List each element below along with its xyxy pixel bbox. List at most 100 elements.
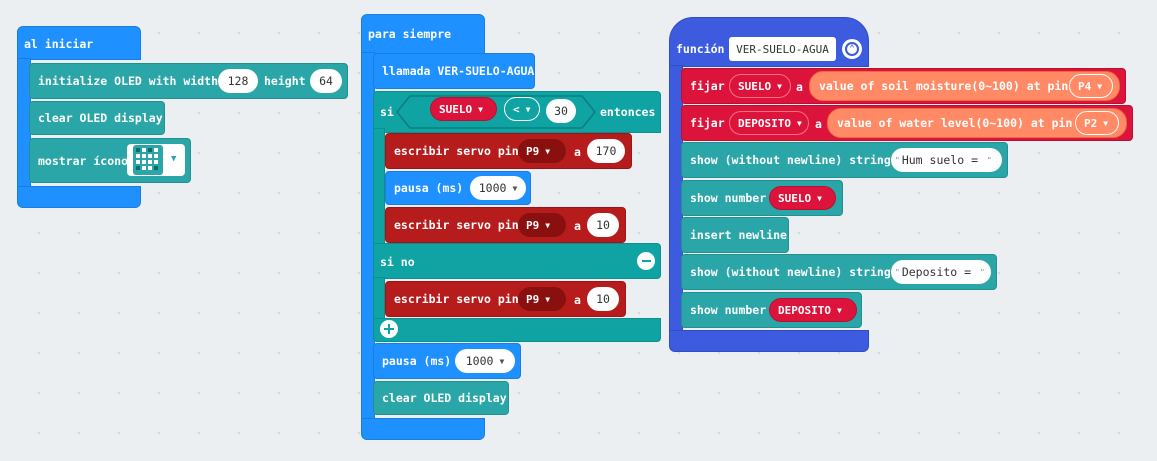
add-else-if-icon[interactable]: [380, 320, 398, 338]
oled-height-input[interactable]: 64: [310, 69, 342, 93]
servo-value-input[interactable]: 170: [587, 139, 625, 163]
remove-else-icon[interactable]: [637, 252, 655, 270]
chevron-down-icon: ▼: [525, 104, 531, 114]
variable-name: DEPOSITO: [778, 303, 831, 317]
height-label: height: [264, 74, 306, 88]
heart-icon: [133, 145, 163, 175]
collapse-icon[interactable]: ⌃: [842, 39, 862, 59]
clear-oled-label: clear OLED display: [38, 111, 163, 125]
variable-dropdown-suelo[interactable]: SUELO▼: [769, 186, 836, 210]
a-label: a: [815, 117, 822, 131]
pin-dropdown-p4[interactable]: P4 ▼: [1069, 74, 1113, 98]
pin-value: P4: [1078, 79, 1092, 93]
show-icon-label: mostrar ícono: [38, 153, 129, 168]
pin-value: P2: [1084, 116, 1098, 130]
variable-dropdown-suelo[interactable]: SUELO ▼: [430, 97, 497, 121]
string-input-2[interactable]: "Deposito = ": [891, 260, 991, 284]
chevron-down-icon: ▼: [545, 146, 551, 156]
pin-dropdown[interactable]: P9 ▼: [518, 139, 566, 163]
variable-name: SUELO: [778, 191, 812, 205]
variable-dropdown-deposito[interactable]: DEPOSITO ▼: [769, 298, 857, 322]
function-label: función: [676, 42, 725, 56]
init-oled-block[interactable]: initialize OLED with width: [29, 63, 348, 99]
icon-picker[interactable]: ▼: [127, 144, 185, 176]
water-level-label: value of water level(0~100) at pin: [837, 116, 1073, 130]
quote-icon: ": [895, 267, 900, 277]
a-label: a: [574, 293, 581, 307]
a-label: a: [574, 219, 581, 233]
else-row[interactable]: [373, 243, 661, 279]
clear-oled-block[interactable]: clear OLED display: [29, 101, 165, 135]
pin-dropdown-p2[interactable]: P2 ▼: [1075, 111, 1119, 135]
show-number-label: show number: [690, 303, 767, 317]
show-string-label: show (without newline) string: [690, 153, 891, 167]
chevron-down-icon: ▼: [1097, 81, 1103, 91]
pause-value: 1000: [478, 181, 507, 195]
servo-value-input[interactable]: 10: [587, 287, 619, 311]
string-value: Deposito =: [901, 265, 978, 279]
chevron-down-icon: ▼: [512, 183, 518, 193]
variable-name: DEPOSITO: [738, 116, 791, 130]
chevron-down-icon: ▼: [796, 118, 802, 128]
chevron-down-icon: ▼: [171, 154, 177, 164]
oled-width-input[interactable]: 128: [218, 69, 258, 93]
string-input-1[interactable]: "Hum suelo = ": [891, 148, 1002, 172]
show-string-block-2[interactable]: show (without newline) string: [681, 254, 997, 290]
quote-icon: ": [986, 155, 992, 165]
operator-value: <: [513, 102, 520, 116]
a-label: a: [796, 80, 803, 94]
operator-dropdown[interactable]: <▼: [504, 97, 540, 121]
clear-oled-block-2[interactable]: clear OLED display: [373, 381, 509, 415]
function-foot: [669, 330, 869, 352]
servo-write-block-2[interactable]: escribir servo pin: [385, 207, 626, 243]
set-label: fijar: [690, 116, 725, 130]
soil-moisture-label: value of soil moisture(0~100) at pin: [819, 79, 1069, 93]
else-label: si no: [380, 255, 415, 269]
quote-icon: ": [980, 267, 985, 277]
chevron-down-icon: ▼: [836, 305, 842, 315]
variable-dropdown-suelo[interactable]: SUELO ▼: [729, 74, 791, 98]
pause-value-dropdown[interactable]: 1000▼: [455, 349, 515, 373]
a-label: a: [574, 145, 581, 159]
pause-value: 1000: [465, 354, 494, 368]
variable-dropdown-deposito[interactable]: DEPOSITO ▼: [729, 111, 809, 135]
pause-label: pausa (ms): [382, 354, 452, 368]
forever-foot: [361, 418, 485, 440]
chevron-down-icon: ▼: [777, 81, 782, 91]
chevron-down-icon: ▼: [478, 104, 483, 114]
function-name: VER-SUELO-AGUA: [736, 42, 829, 56]
pause-label: pausa (ms): [394, 181, 464, 195]
if-foot: [373, 318, 661, 342]
insert-newline-block[interactable]: insert newline: [681, 217, 789, 253]
clear-oled-label: clear OLED display: [382, 391, 507, 405]
if-label: si: [380, 105, 394, 119]
variable-name: SUELO: [738, 79, 772, 93]
pin-dropdown[interactable]: P9▼: [518, 287, 566, 311]
pin-dropdown[interactable]: P9 ▼: [518, 213, 566, 237]
on-start-hat[interactable]: [17, 26, 141, 60]
variable-name: SUELO: [439, 102, 473, 116]
string-value: Hum suelo =: [901, 153, 985, 167]
compare-value-input[interactable]: 30: [546, 99, 576, 123]
servo-write-block-3[interactable]: escribir servo pin: [385, 281, 626, 317]
soil-moisture-reporter[interactable]: value of soil moisture(0~100) at pin: [809, 71, 1120, 101]
on-start-label: al iniciar: [24, 37, 94, 51]
chevron-down-icon: ▼: [545, 220, 551, 230]
pin-value: P9: [526, 144, 540, 158]
function-name-field[interactable]: VER-SUELO-AGUA: [729, 37, 836, 61]
show-string-label: show (without newline) string: [690, 265, 891, 279]
if-side: [373, 128, 385, 246]
servo-label: escribir servo pin: [394, 218, 519, 232]
servo-value-input[interactable]: 10: [587, 213, 619, 237]
else-side: [373, 277, 385, 321]
set-label: fijar: [690, 79, 725, 93]
pin-value: P9: [526, 292, 540, 306]
call-function-label: llamada VER-SUELO-AGUA: [382, 64, 535, 78]
pause-value-dropdown[interactable]: 1000 ▼: [470, 176, 526, 200]
chevron-down-icon: ▼: [1103, 118, 1109, 128]
call-function-block[interactable]: llamada VER-SUELO-AGUA: [373, 53, 535, 89]
servo-label: escribir servo pin: [394, 144, 519, 158]
insert-newline-label: insert newline: [690, 228, 787, 242]
servo-label: escribir servo pin: [394, 292, 519, 306]
pin-value: P9: [526, 218, 540, 232]
